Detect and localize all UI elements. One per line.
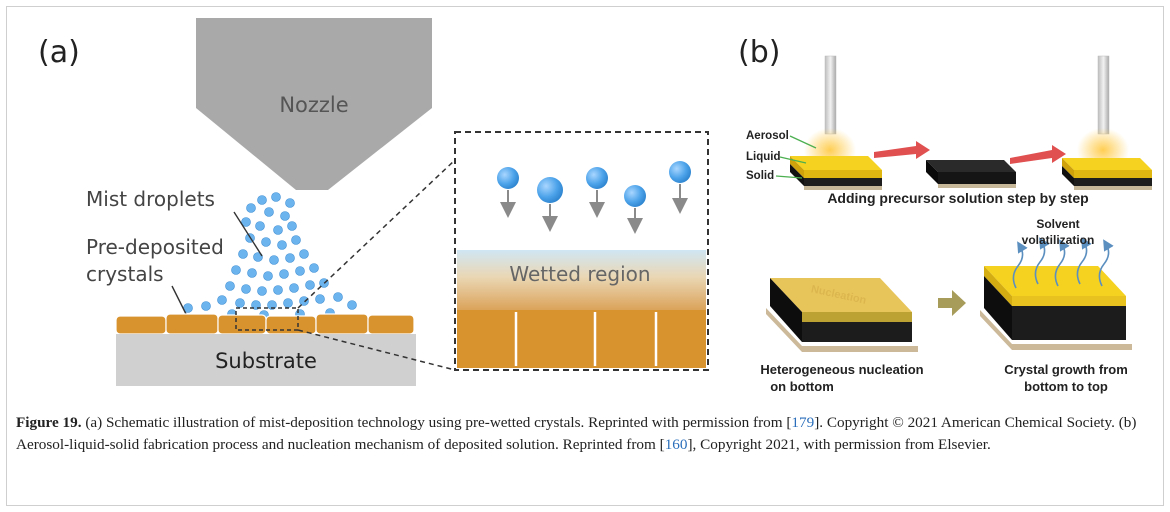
citation-link-160[interactable]: 160 [664, 436, 688, 453]
wetted-region-label: Wetted region [509, 262, 650, 286]
red-arrow-2 [1010, 145, 1066, 164]
liquid-pointer [779, 156, 807, 164]
liquid-label: Liquid [746, 151, 781, 163]
olive-arrow [938, 290, 966, 316]
substrate-label: Substrate [215, 349, 317, 373]
adding-step-label: Adding precursor solution step by step [827, 190, 1088, 206]
growth-label-line1: Crystal growth from [1004, 362, 1128, 377]
figure-19-illustration: (a) Nozzle Mist droplets Pre-deposited c… [38, 18, 1152, 394]
panel-b-label: (b) [738, 35, 780, 70]
mist-droplets-label: Mist droplets [86, 187, 215, 211]
caption-text-1: (a) Schematic illustration of mist-depos… [81, 414, 792, 431]
zoom-source-box [235, 307, 299, 331]
panel-a-label: (a) [38, 35, 80, 70]
caption-text-2: ]. Copyright © 2021 American Chemical So… [16, 414, 1137, 453]
crystal-growth-block [980, 266, 1132, 350]
red-arrow-1 [874, 141, 930, 159]
zoom-line-bottom [297, 329, 456, 371]
growth-label-line2: bottom to top [1024, 379, 1108, 394]
solvent-label-line2: volatilization [1022, 233, 1095, 247]
film-stack-left [790, 156, 882, 190]
solvent-label-line1: Solvent [1036, 217, 1079, 231]
figure-caption: Figure 19. (a) Schematic illustration of… [16, 412, 1156, 456]
hetero-label-line1: Heterogeneous nucleation [760, 362, 923, 377]
substrate-block [116, 334, 416, 386]
nozzle-shape [196, 18, 432, 190]
pre-deposited-label-line1: Pre-deposited [86, 235, 224, 259]
pre-deposited-label-line2: crystals [86, 262, 164, 286]
film-stack-right [1062, 158, 1152, 190]
aerosol-label: Aerosol [746, 130, 789, 142]
citation-link-179[interactable]: 179 [791, 414, 815, 431]
film-stack-middle [926, 160, 1016, 188]
hetero-label-line2: on bottom [770, 379, 834, 394]
figure-number: Figure 19. [16, 414, 82, 431]
pre-deposited-crystals [115, 313, 415, 335]
mist-pointer-line [233, 211, 263, 257]
inset-droplets [497, 161, 691, 234]
zoom-inset [454, 131, 709, 371]
aerosol-nozzle-right [1077, 55, 1129, 172]
solvent-volatilization-arrows [1012, 237, 1114, 289]
aerosol-pointer [789, 135, 817, 149]
solid-label: Solid [746, 170, 774, 182]
caption-text-3: ], Copyright 2021, with permission from … [687, 436, 991, 453]
aerosol-nozzle-left [804, 55, 856, 172]
nucleation-block [766, 278, 918, 352]
nozzle-label: Nozzle [279, 93, 348, 117]
crystals-pointer-line [171, 285, 187, 315]
solid-pointer [775, 175, 803, 179]
